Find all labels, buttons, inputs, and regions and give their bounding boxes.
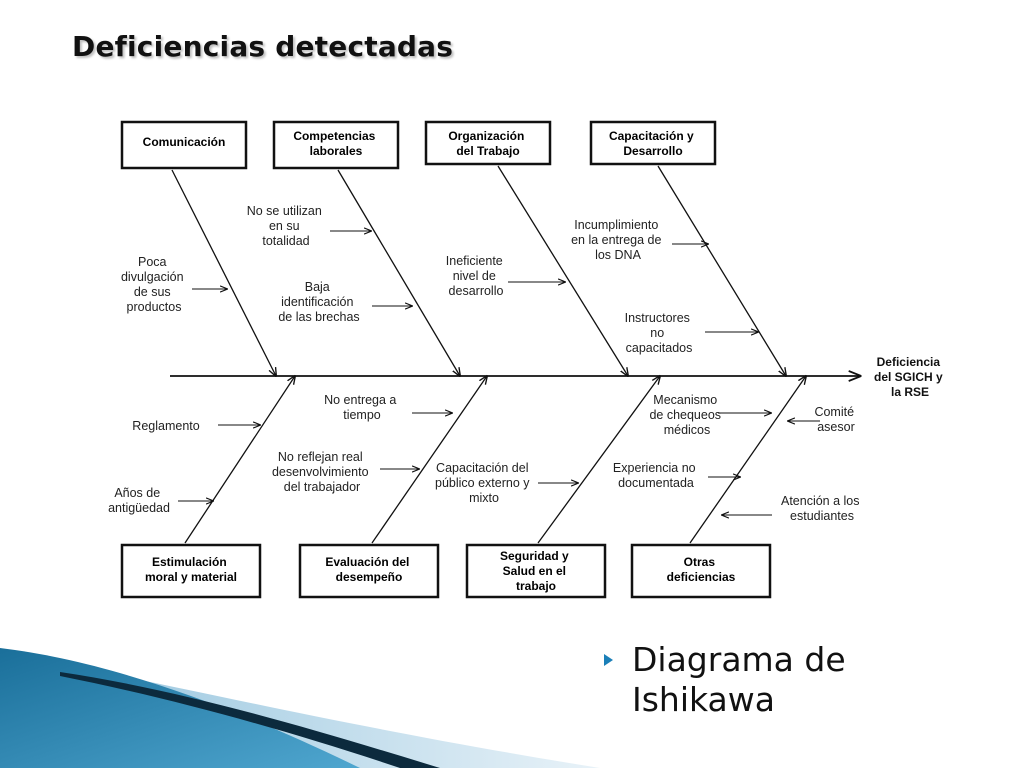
cause-poca-divulgacion: Poca divulgación de sus productos [121,255,187,314]
cause-no-entrega: No entrega a tiempo [324,393,400,422]
cause-anos-antiguedad: Años de antigüedad [108,486,170,515]
category-competencias: Competencias laborales [272,120,400,170]
cause-reglamento: Reglamento [132,419,199,433]
category-capacitacion: Capacitación y Desarrollo [589,120,717,166]
category-comunicacion: Comunicación [120,120,248,170]
svg-text:Estimulación moral y mat: Estimulación moral y material [145,555,237,584]
bullet-item: Diagrama de Ishikawa [604,640,904,720]
category-organizacion: Organización del Trabajo [424,120,552,166]
slide-title: Deficiencias detectadas [72,30,454,63]
cause-atencion-estudiantes: Atención a los estudiantes [781,494,863,523]
cause-experiencia: Experiencia no documentada [613,461,699,490]
cause-baja-identificacion: Baja identificación de las brechas [278,280,359,324]
bone-capacitacion [657,165,786,376]
bullet-arrow-icon [604,654,613,666]
bone-comunicacion [171,169,276,376]
cause-capacitacion-publico: Capacitación del público externo y mixto [435,461,533,505]
cause-mecanismo-chequeos: Mecanismo de chequeos médicos [649,393,724,437]
bone-estimulacion [184,376,295,544]
category-seguridad: Seguridad y Salud en el trabajo [465,543,607,599]
bone-organizacion [497,165,628,376]
svg-text:Comunicación: Comunicación [143,135,226,149]
wave-dark [60,672,440,768]
svg-text:Seguridad y Salud en el: Seguridad y Salud en el trabajo [500,549,572,593]
effect-label: Deficiencia del SGICH y la RSE [874,355,946,399]
cause-incumplimiento: Incumplimiento en la entrega de los DNA [571,218,665,262]
cause-instructores: Instructores no capacitados [625,311,694,355]
svg-text:Competencias laborales: Competencias laborales [293,129,378,158]
svg-text:Capacitación y Desarroll: Capacitación y Desarrollo [609,129,697,158]
svg-text:Organización del Trabajo: Organización del Trabajo [448,129,527,158]
bone-evaluacion [371,376,487,544]
cause-ineficiente-nivel: Ineficiente nivel de desarrollo [446,254,506,298]
bone-seguridad [537,376,660,544]
bullet-text: Diagrama de Ishikawa [632,640,846,719]
cause-comite-asesor: Comité asesor [814,405,857,434]
cause-no-se-utilizan: No se utilizan en su totalidad [247,204,326,248]
category-otras: Otras deficiencias [630,543,772,599]
bone-competencias [337,169,460,376]
category-estimulacion: Estimulación moral y material [120,543,262,599]
category-evaluacion: Evaluación del desempeño [298,543,440,599]
svg-text:Evaluación del desempeño: Evaluación del desempeño [325,555,412,584]
bone-otras [689,376,806,544]
svg-text:Otras deficiencias: Otras deficiencias [667,555,736,584]
cause-no-reflejan: No reflejan real desenvolvimiento del tr… [272,450,372,494]
